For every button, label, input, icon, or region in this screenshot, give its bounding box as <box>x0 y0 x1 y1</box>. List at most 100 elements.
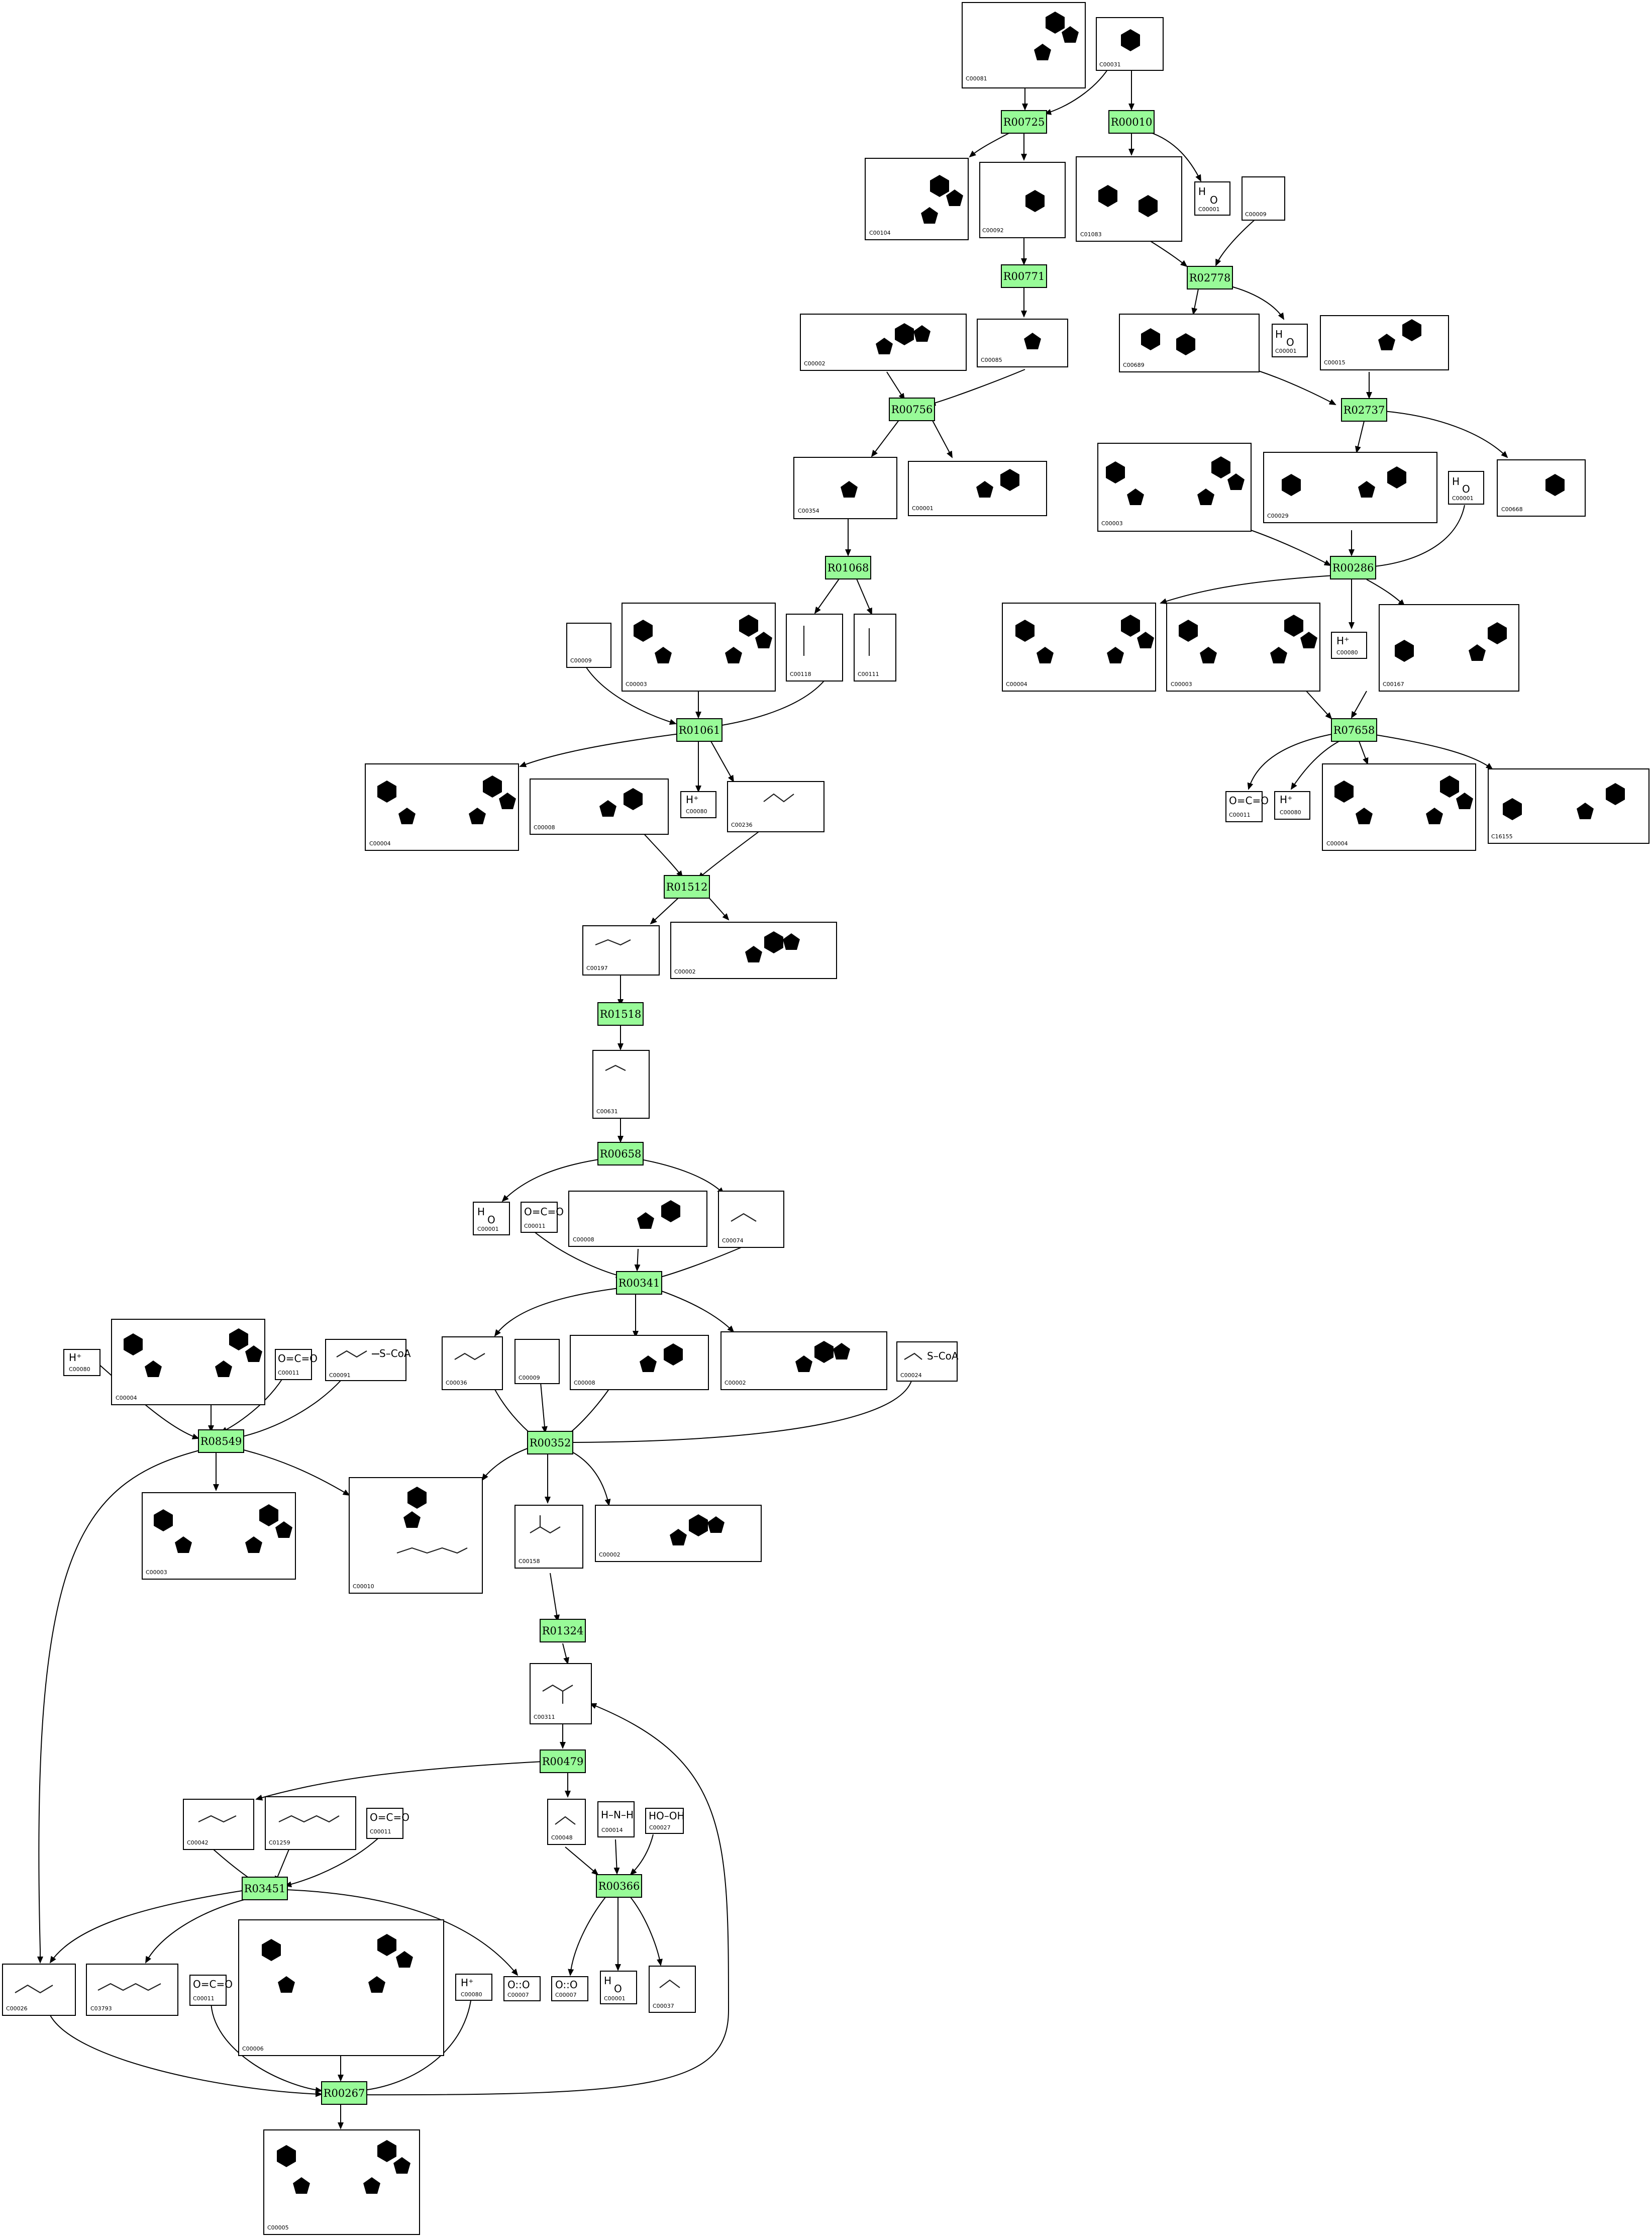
reaction-R00771[interactable]: R00771 <box>1001 264 1047 288</box>
compound-label: C00008 <box>534 824 555 831</box>
svg-text:H⁺: H⁺ <box>461 1977 474 1989</box>
reaction-R01518[interactable]: R01518 <box>597 1002 644 1026</box>
compound-C00036: C00036 <box>442 1336 503 1390</box>
compound-label: C00002 <box>599 1551 621 1558</box>
compound-label: C00008 <box>573 1236 594 1243</box>
reaction-R00366[interactable]: R00366 <box>596 1874 642 1898</box>
reaction-R00010[interactable]: R00010 <box>1108 110 1155 134</box>
compound-label: C00011 <box>524 1223 546 1229</box>
compound-label: C00011 <box>370 1828 391 1835</box>
reaction-R07658[interactable]: R07658 <box>1331 718 1377 742</box>
compound-C00354: C00354 <box>793 457 897 519</box>
svg-text:R01324: R01324 <box>542 1625 584 1637</box>
compound-C00080-e: H⁺ C00080 <box>455 1974 492 2001</box>
compound-C00037: C00037 <box>649 1966 696 2013</box>
compound-label: C00036 <box>446 1380 467 1386</box>
reaction-R01068[interactable]: R01068 <box>825 556 871 579</box>
svg-text:R00725: R00725 <box>1003 116 1045 128</box>
reaction-R00479[interactable]: R00479 <box>540 1749 586 1773</box>
compound-C00002-c: C00002 <box>720 1331 887 1390</box>
compound-C00011-c: O=C=O C00011 <box>275 1349 318 1380</box>
svg-text:O: O <box>614 1983 622 1995</box>
reaction-R00352[interactable]: R00352 <box>527 1431 573 1454</box>
compound-C00010: C00010 <box>349 1477 483 1594</box>
compound-label: C00015 <box>1324 359 1346 366</box>
compound-label: C00026 <box>6 2005 28 2012</box>
compound-C00001-d: H O C00001 <box>473 1202 510 1235</box>
compound-label: C00008 <box>574 1380 595 1386</box>
svg-text:H⁺: H⁺ <box>686 794 699 806</box>
compound-C00689: C00689 <box>1119 314 1260 372</box>
compound-C00167: C00167 <box>1379 604 1519 692</box>
reaction-R08549[interactable]: R08549 <box>198 1429 244 1453</box>
compound-label: C16155 <box>1491 833 1513 840</box>
svg-text:O::O: O::O <box>555 1979 578 1991</box>
reaction-R00658[interactable]: R00658 <box>597 1142 644 1165</box>
compound-C00029: C00029 <box>1263 452 1437 523</box>
compound-C00009-a: C00009 <box>1242 176 1285 221</box>
compound-C00004-c: C00004 <box>1322 763 1476 851</box>
compound-label: C03793 <box>90 2005 112 2012</box>
compound-C00006: C00006 <box>238 1919 444 2056</box>
compound-label: C00085 <box>981 357 1002 363</box>
compound-label: C00027 <box>649 1824 671 1831</box>
reaction-R00725[interactable]: R00725 <box>1001 110 1047 134</box>
compound-label: C00002 <box>804 360 825 367</box>
svg-text:R00352: R00352 <box>530 1437 571 1449</box>
compound-C00004-d: C00004 <box>111 1319 265 1405</box>
compound-label: C00005 <box>267 2224 289 2231</box>
reaction-R02737[interactable]: R02737 <box>1341 398 1387 422</box>
compound-label: C00074 <box>722 1237 744 1244</box>
reaction-R00756[interactable]: R00756 <box>889 398 935 421</box>
compound-C00080-d: H⁺ C00080 <box>63 1349 100 1376</box>
compound-C00080-c: H⁺ C00080 <box>1274 791 1310 820</box>
svg-text:O: O <box>1286 336 1294 348</box>
compound-label: C00031 <box>1099 61 1121 68</box>
compound-C00091: S–CoA C00091 <box>325 1339 411 1381</box>
reaction-R03451[interactable]: R03451 <box>242 1877 288 1900</box>
compound-C00236: C00236 <box>727 781 824 832</box>
svg-text:O=C=O: O=C=O <box>370 1811 409 1823</box>
compound-C00001-a: H O C00001 <box>1194 181 1230 216</box>
reaction-R02778[interactable]: R02778 <box>1187 266 1233 289</box>
compound-label: C00197 <box>586 965 608 971</box>
compound-label: C00029 <box>1267 513 1289 519</box>
svg-text:S–CoA: S–CoA <box>927 1350 959 1362</box>
svg-text:R02737: R02737 <box>1344 404 1385 416</box>
compound-label: C00011 <box>1229 812 1251 818</box>
svg-text:O=C=O: O=C=O <box>193 1978 233 1990</box>
reaction-R00341[interactable]: R00341 <box>616 1271 662 1295</box>
compound-label: C00011 <box>278 1370 299 1376</box>
compound-label: C00001 <box>1275 348 1297 354</box>
compound-C00007-a: O::O C00007 <box>503 1976 541 2001</box>
compound-label: C00001 <box>912 505 934 512</box>
compound-label: C01259 <box>269 1839 290 1846</box>
svg-text:R00658: R00658 <box>600 1148 642 1160</box>
compound-C00031: C00031 <box>1096 17 1164 71</box>
compound-label: C00080 <box>461 1991 482 1998</box>
reaction-R01324[interactable]: R01324 <box>540 1619 586 1642</box>
compound-label: C00002 <box>725 1380 746 1386</box>
compound-C00009-c: C00009 <box>514 1339 560 1384</box>
compound-C00011-d: O=C=O C00011 <box>366 1808 409 1839</box>
reaction-R00286[interactable]: R00286 <box>1330 556 1376 579</box>
compound-C00085: C00085 <box>977 319 1068 367</box>
svg-text:R02778: R02778 <box>1189 272 1231 284</box>
reaction-R01061[interactable]: R01061 <box>676 718 722 742</box>
compound-C00080-a: H⁺ C00080 <box>1331 632 1367 659</box>
compound-C00003-d: C00003 <box>142 1492 296 1580</box>
svg-text:H⁺: H⁺ <box>1280 794 1293 806</box>
compound-label: C00009 <box>570 657 592 664</box>
svg-text:H: H <box>1275 328 1283 340</box>
svg-text:R00366: R00366 <box>598 1880 640 1892</box>
compound-C01259: C01259 <box>265 1796 356 1850</box>
compound-label: C00631 <box>596 1108 618 1115</box>
reaction-R01512[interactable]: R01512 <box>664 875 710 899</box>
compound-C00092: C00092 <box>979 162 1066 238</box>
svg-text:H–N–H: H–N–H <box>601 1809 634 1821</box>
svg-text:R00479: R00479 <box>542 1756 584 1768</box>
reaction-R00267[interactable]: R00267 <box>321 2081 367 2105</box>
edges <box>37 65 1508 2129</box>
compound-C01083: C01083 <box>1076 156 1182 242</box>
svg-text:O::O: O::O <box>507 1979 530 1991</box>
